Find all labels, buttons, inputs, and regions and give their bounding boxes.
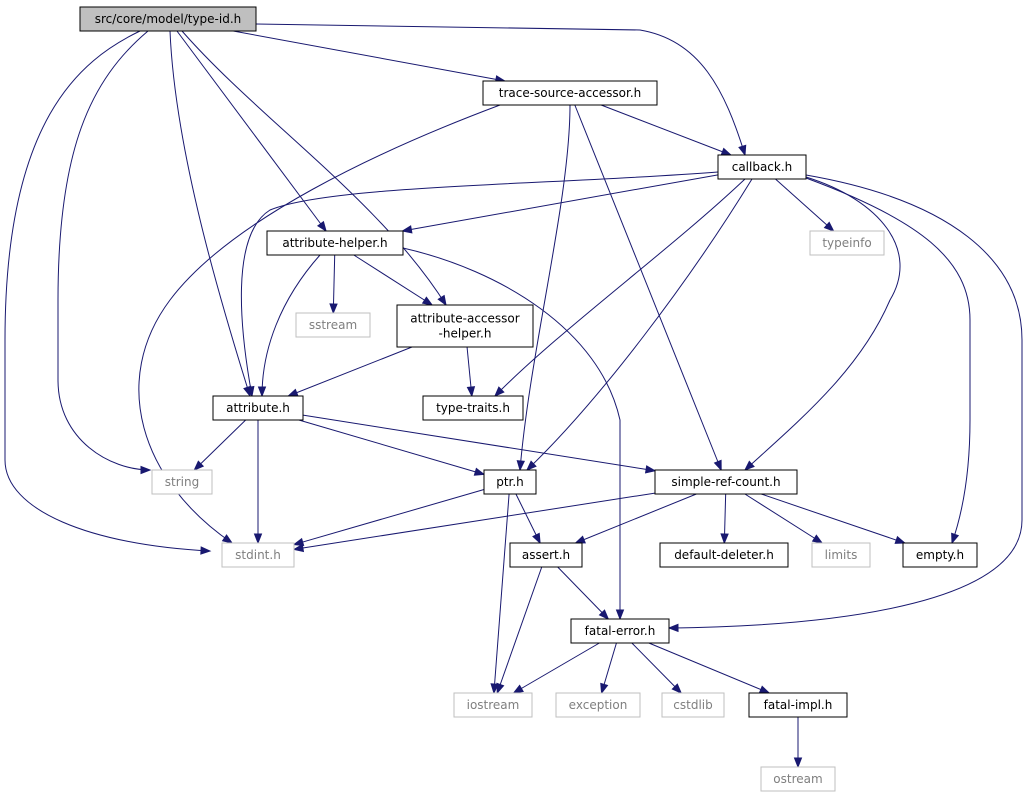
node-default-deleter-label: default-deleter.h xyxy=(674,548,774,562)
edge-simple-ref-count-to-stdint xyxy=(292,492,656,553)
edge-attribute-to-simple-ref-count xyxy=(302,414,657,474)
node-assert-label: assert.h xyxy=(522,548,570,562)
edge-callback-to-type-traits xyxy=(494,178,746,397)
edge-callback-to-simple-ref-count xyxy=(743,176,901,471)
node-fatal-error-label: fatal-error.h xyxy=(585,624,656,638)
edge-fatal-error-to-exception xyxy=(600,642,617,695)
edge-ptr-to-assert xyxy=(515,493,541,545)
edge-type-id-to-attribute xyxy=(169,30,252,398)
edge-type-id-to-string xyxy=(57,30,152,475)
node-fatal-impl[interactable]: fatal-impl.h xyxy=(748,692,848,718)
node-stdint: stdint.h xyxy=(221,542,295,568)
node-string: string xyxy=(151,469,213,495)
edge-ptr-to-stdint xyxy=(292,489,485,546)
node-attribute-helper-label: attribute-helper.h xyxy=(282,236,387,250)
edge-type-id-to-attribute-accessor-helper xyxy=(181,30,447,307)
nodes-layer: src/core/model/type-id.h trace-source-acc… xyxy=(79,6,978,792)
node-empty-label: empty.h xyxy=(916,548,964,562)
node-type-id-label: src/core/model/type-id.h xyxy=(95,12,242,26)
node-limits-label: limits xyxy=(825,548,858,562)
node-typeinfo: typeinfo xyxy=(809,230,885,256)
node-sstream-label: sstream xyxy=(309,318,357,332)
edge-fatal-impl-to-ostream xyxy=(793,717,803,769)
edge-type-id-to-trace-source-accessor xyxy=(233,30,507,84)
edge-simple-ref-count-to-default-deleter xyxy=(720,493,729,545)
node-cstdlib-label: cstdlib xyxy=(673,698,712,712)
node-fatal-impl-label: fatal-impl.h xyxy=(764,698,833,712)
edge-type-id-to-callback xyxy=(255,23,747,157)
node-type-traits[interactable]: type-traits.h xyxy=(422,395,524,421)
edge-attribute-helper-to-sstream xyxy=(329,254,338,315)
node-default-deleter[interactable]: default-deleter.h xyxy=(659,542,789,568)
edge-callback-to-attribute xyxy=(240,171,719,398)
node-callback[interactable]: callback.h xyxy=(717,154,807,180)
node-ostream: ostream xyxy=(760,766,836,792)
edge-attribute-to-stdint xyxy=(253,420,263,545)
node-trace-source-accessor-label: trace-source-accessor.h xyxy=(499,86,642,100)
edge-callback-to-empty xyxy=(805,177,971,545)
node-callback-label: callback.h xyxy=(732,160,793,174)
edge-attribute-accessor-helper-to-attribute xyxy=(287,346,413,397)
edge-ptr-to-iostream xyxy=(490,493,510,695)
edge-attribute-accessor-helper-to-type-traits xyxy=(466,346,476,398)
edge-callback-to-ptr xyxy=(526,178,753,471)
node-trace-source-accessor[interactable]: trace-source-accessor.h xyxy=(482,80,658,106)
node-simple-ref-count-label: simple-ref-count.h xyxy=(671,475,780,489)
node-attribute[interactable]: attribute.h xyxy=(212,395,304,421)
edge-callback-to-attribute-helper xyxy=(401,174,719,234)
edge-trace-source-accessor-to-simple-ref-count xyxy=(574,104,722,472)
edge-trace-source-accessor-to-callback xyxy=(600,104,733,156)
node-attribute-helper[interactable]: attribute-helper.h xyxy=(266,230,404,256)
node-type-traits-label: type-traits.h xyxy=(436,401,510,415)
edge-trace-source-accessor-to-ptr xyxy=(516,104,571,472)
node-type-id[interactable]: src/core/model/type-id.h xyxy=(79,6,257,32)
node-ptr[interactable]: ptr.h xyxy=(483,469,537,495)
edge-attribute-helper-to-attribute-accessor-helper xyxy=(353,254,434,306)
node-attribute-accessor-helper[interactable]: attribute-accessor-helper.h xyxy=(396,304,534,348)
node-sstream: sstream xyxy=(295,312,371,338)
node-iostream: iostream xyxy=(453,692,533,718)
node-limits: limits xyxy=(811,542,871,568)
edge-assert-to-fatal-error xyxy=(557,566,610,620)
node-ptr-label: ptr.h xyxy=(496,475,524,489)
edge-fatal-error-to-cstdlib xyxy=(631,642,683,694)
node-exception: exception xyxy=(555,692,641,718)
edge-attribute-to-string xyxy=(193,419,247,471)
edge-simple-ref-count-to-empty xyxy=(761,493,907,544)
edge-type-id-to-stdint xyxy=(4,30,212,555)
edge-callback-to-typeinfo xyxy=(775,178,835,232)
edge-callback-to-fatal-error xyxy=(667,174,1023,633)
edge-attribute-helper-to-attribute xyxy=(257,254,321,398)
edge-assert-to-iostream xyxy=(496,566,543,695)
node-simple-ref-count[interactable]: simple-ref-count.h xyxy=(654,469,798,495)
node-attribute-accessor-helper-label: attribute-accessor xyxy=(410,312,519,326)
edges-layer xyxy=(4,23,1023,769)
node-string-label: string xyxy=(165,475,199,489)
node-fatal-error[interactable]: fatal-error.h xyxy=(570,618,670,644)
edge-simple-ref-count-to-assert xyxy=(574,493,697,544)
node-assert[interactable]: assert.h xyxy=(509,542,583,568)
node-iostream-label: iostream xyxy=(467,698,520,712)
node-attribute-label: attribute.h xyxy=(226,401,290,415)
node-attribute-accessor-helper-label: -helper.h xyxy=(439,327,492,341)
edge-fatal-error-to-fatal-impl xyxy=(648,642,771,694)
node-stdint-label: stdint.h xyxy=(235,548,281,562)
edge-attribute-helper-to-fatal-error xyxy=(402,247,625,621)
edge-fatal-error-to-iostream xyxy=(512,642,600,694)
node-empty[interactable]: empty.h xyxy=(902,542,978,568)
node-typeinfo-label: typeinfo xyxy=(822,236,871,250)
node-ostream-label: ostream xyxy=(773,772,822,786)
edge-attribute-to-ptr xyxy=(298,419,486,476)
node-exception-label: exception xyxy=(569,698,628,712)
node-cstdlib: cstdlib xyxy=(661,692,725,718)
edge-type-id-to-attribute-helper xyxy=(176,30,327,233)
edge-simple-ref-count-to-limits xyxy=(744,493,824,544)
